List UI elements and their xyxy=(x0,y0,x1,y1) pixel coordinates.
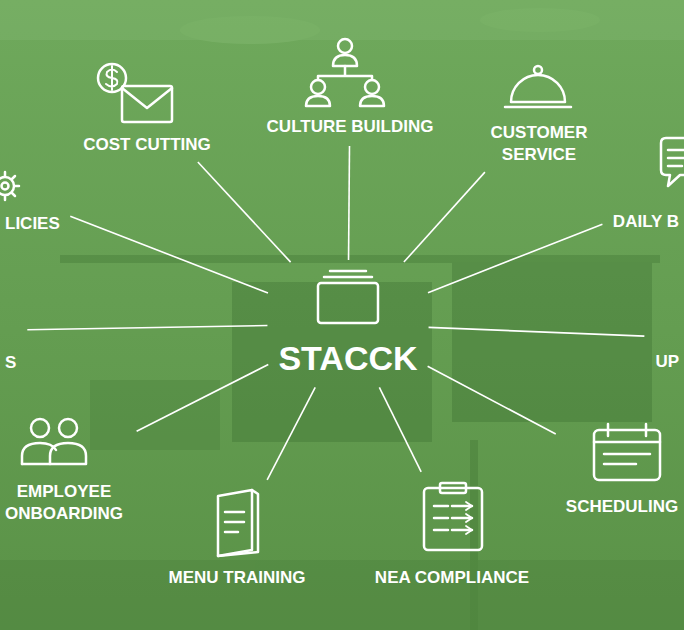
speech-icon xyxy=(661,138,684,186)
spoke-node: COST CUTTING xyxy=(80,58,214,156)
spoke-node: S xyxy=(2,286,19,374)
spoke-line xyxy=(348,146,351,260)
cost-icon xyxy=(98,64,172,122)
org-icon xyxy=(306,39,384,106)
spoke-node: UP xyxy=(652,301,682,373)
spoke-node: LICIES xyxy=(2,168,63,235)
menu-icon xyxy=(218,490,258,556)
topic-label: DAILY B xyxy=(613,211,679,233)
spoke-line xyxy=(429,327,645,336)
clipboard-icon xyxy=(424,483,482,550)
spoke-line xyxy=(198,162,291,262)
topic-label: SCHEDULING xyxy=(566,496,678,518)
cloche-icon xyxy=(505,66,571,107)
topic-label: NEA COMPLIANCE xyxy=(375,567,529,589)
topic-label: LICIES xyxy=(5,213,60,235)
topic-label: COST CUTTING xyxy=(83,134,211,156)
topic-label: UP xyxy=(655,351,679,373)
spoke-line xyxy=(70,216,268,293)
spoke-line xyxy=(267,387,315,480)
spoke-line xyxy=(379,387,421,471)
icons xyxy=(0,39,684,556)
spoke-line xyxy=(404,172,485,262)
spoke-node: NEA COMPLIANCE xyxy=(372,479,532,589)
spoke-node: EMPLOYEE ONBOARDING xyxy=(0,411,130,525)
spoke-line xyxy=(428,224,602,293)
topic-label: CULTURE BUILDING xyxy=(267,116,434,138)
hub-label: STACCK xyxy=(278,336,417,380)
calendar-icon xyxy=(594,424,660,480)
spoke-node: SCHEDULING xyxy=(563,420,681,518)
topic-label: S xyxy=(5,352,16,374)
stack-icon xyxy=(318,271,378,323)
spoke-node: CUSTOMER SERVICE xyxy=(476,58,602,166)
topic-label: EMPLOYEE ONBOARDING xyxy=(2,481,127,525)
spoke-line xyxy=(428,366,556,434)
spoke-line xyxy=(137,365,269,432)
spoke-node: MENU TRAINING xyxy=(166,487,309,589)
gear-icon xyxy=(0,172,19,200)
topic-label: CUSTOMER SERVICE xyxy=(479,122,599,166)
spoke-line xyxy=(27,326,267,330)
spoke-node: DAILY B xyxy=(610,181,682,233)
hub-node: STACCK xyxy=(275,268,420,380)
spoke-node: CULTURE BUILDING xyxy=(264,36,437,138)
people-icon xyxy=(22,419,86,464)
topic-label: MENU TRAINING xyxy=(169,567,306,589)
